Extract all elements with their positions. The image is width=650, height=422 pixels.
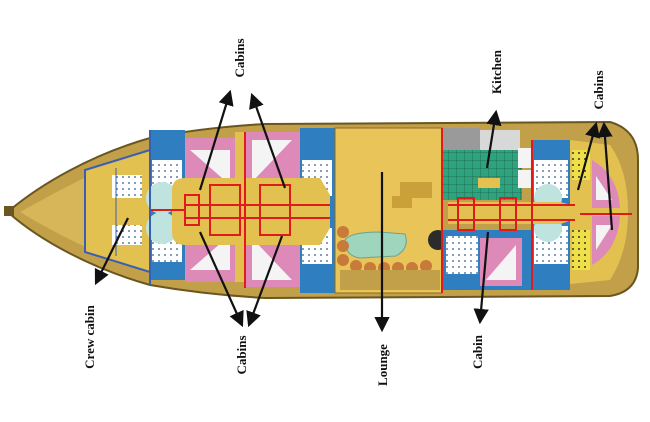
arrow-cabins-bottom-2 [246,235,284,328]
label-cabins-top-left: Cabins [232,38,247,78]
arrow-cabins-top-left-1 [198,89,234,191]
arrow-crew-cabin [94,217,129,286]
annotation-arrows [94,89,614,333]
arrow-cabins-top-left-2 [249,92,287,189]
label-cabin: Cabin [470,335,485,369]
cabins-left-block [146,128,335,293]
label-kitchen: Kitchen [489,49,504,95]
label-cabins-bottom: Cabins [234,335,249,375]
arrow-cabins-bottom-1 [198,231,244,328]
crew-cabin-room [84,148,151,274]
arrow-cabin [473,231,490,325]
label-crew-cabin: Crew cabin [82,305,97,369]
label-lounge: Lounge [375,344,390,386]
lounge-room [334,127,448,294]
arrow-cabins-top-right-1 [576,121,600,191]
label-cabins-top-right: Cabins [591,70,606,110]
arrow-kitchen [485,109,502,169]
cabins-right-block [441,128,632,293]
arrow-cabins-top-right-2 [597,121,614,231]
